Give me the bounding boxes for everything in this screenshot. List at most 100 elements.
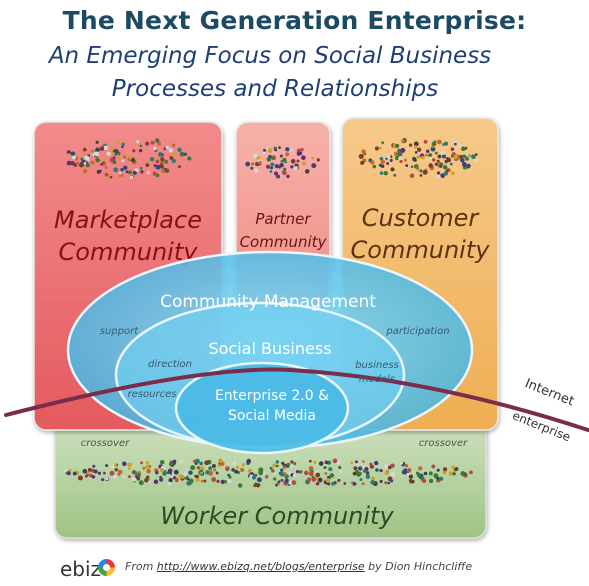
crowd-figure bbox=[421, 479, 426, 483]
crowd-figure bbox=[400, 461, 404, 465]
crowd-figure bbox=[323, 465, 327, 470]
crowd-figure bbox=[410, 165, 414, 169]
crowd-figure bbox=[292, 473, 297, 478]
crowd-figure bbox=[155, 470, 159, 475]
crowd-figure bbox=[390, 471, 396, 477]
crowd-figure bbox=[452, 472, 456, 476]
crowd-figure bbox=[127, 467, 131, 471]
crowd-figure bbox=[384, 470, 389, 476]
crowd-figure bbox=[431, 464, 436, 469]
marketplace-label-line-1: Marketplace bbox=[54, 206, 202, 234]
crowd-figure bbox=[385, 157, 388, 161]
crowd-figure bbox=[130, 175, 134, 179]
crowd-figure bbox=[168, 148, 174, 153]
crowd-figure bbox=[271, 469, 275, 473]
crowd-figure bbox=[66, 160, 72, 166]
crowd-figure bbox=[280, 478, 284, 482]
crowd-figure bbox=[398, 156, 402, 161]
crowd-figure bbox=[366, 476, 370, 479]
crowd-figure bbox=[110, 146, 115, 151]
crowd-figure bbox=[419, 173, 423, 177]
crowd-figure bbox=[159, 163, 164, 169]
crowd-figure bbox=[430, 146, 436, 152]
crowd-figure bbox=[453, 145, 457, 149]
crowd-figure bbox=[408, 478, 413, 483]
crowd-figure bbox=[258, 160, 262, 165]
crowd-figure bbox=[460, 471, 466, 477]
ebizq-logo: ebiz bbox=[60, 557, 102, 581]
crowd-figure bbox=[414, 151, 418, 154]
crowd-figure bbox=[178, 165, 181, 169]
crowd-figure bbox=[87, 468, 92, 472]
crowd-figure bbox=[454, 467, 459, 471]
crowd-figure bbox=[358, 466, 363, 471]
attribution-link[interactable]: http://www.ebizq.net/blogs/enterprise bbox=[156, 560, 365, 573]
crowd-figure bbox=[203, 479, 207, 483]
crowd-figure bbox=[284, 478, 289, 483]
crowd-figure bbox=[92, 464, 96, 468]
diagram-title: The Next Generation Enterprise: bbox=[62, 6, 527, 35]
crowd-figure bbox=[274, 148, 278, 152]
crowd-figure bbox=[250, 166, 254, 170]
crowd-figure bbox=[180, 474, 185, 479]
crowd-figure bbox=[97, 471, 102, 475]
crowd-figure bbox=[256, 477, 262, 483]
crowd-figure bbox=[304, 169, 310, 174]
crowd-figure bbox=[274, 163, 279, 169]
crowd-figure bbox=[106, 151, 111, 156]
crossover-left-label: crossover bbox=[81, 438, 130, 449]
crowd-figure bbox=[423, 471, 428, 476]
crowd-figure bbox=[324, 460, 329, 465]
crowd-figure bbox=[246, 461, 250, 466]
crowd-figure bbox=[77, 475, 83, 481]
crowd-figure bbox=[406, 472, 410, 477]
crowd-figure bbox=[93, 469, 98, 474]
crowd-figure bbox=[63, 468, 68, 473]
crowd-figure bbox=[290, 159, 296, 164]
crowd-figure bbox=[265, 475, 269, 479]
crowd-figure bbox=[416, 155, 421, 159]
crowd-figure bbox=[380, 164, 385, 169]
crowd-figure bbox=[318, 461, 324, 466]
crowd-figure bbox=[405, 164, 409, 168]
crowd-figure bbox=[379, 171, 384, 175]
crowd-figure bbox=[265, 164, 271, 169]
crowd-figure bbox=[112, 160, 117, 165]
crowd-figure bbox=[109, 470, 115, 476]
crowd-figure bbox=[436, 139, 442, 145]
support-label: support bbox=[100, 326, 139, 337]
crowd-figure bbox=[173, 152, 177, 156]
crowd-figure bbox=[169, 156, 174, 160]
crowd-figure bbox=[72, 155, 76, 160]
crowd-figure bbox=[147, 160, 150, 164]
crowd-figure bbox=[390, 167, 395, 172]
crowd-figure bbox=[211, 464, 216, 468]
crowd-figure bbox=[67, 153, 71, 157]
crowd-figure bbox=[118, 171, 122, 175]
crowd-figure bbox=[282, 170, 287, 176]
crowd-figure bbox=[448, 471, 454, 476]
crowd-figure bbox=[412, 156, 416, 160]
crowd-figure bbox=[343, 482, 347, 485]
crowd-figure bbox=[231, 468, 235, 472]
crowd-figure bbox=[461, 146, 466, 152]
enterprise-2-0-label-line-2: Social Media bbox=[228, 408, 316, 424]
crowd-figure bbox=[379, 146, 382, 150]
crowd-figure bbox=[413, 145, 418, 149]
crowd-figure bbox=[290, 165, 294, 169]
crowd-figure bbox=[160, 468, 165, 473]
crowd-figure bbox=[311, 156, 315, 160]
crowd-figure bbox=[301, 161, 306, 166]
participation-label: participation bbox=[385, 326, 449, 337]
crowd-figure bbox=[145, 461, 150, 465]
crowd-figure bbox=[241, 463, 246, 467]
crowd-figure bbox=[453, 154, 459, 160]
crowd-figure bbox=[401, 469, 407, 475]
crowd-figure bbox=[167, 468, 173, 474]
crowd-figure bbox=[374, 460, 379, 466]
attribution-prefix: From bbox=[125, 560, 157, 573]
crowd-figure bbox=[113, 463, 117, 468]
crowd-figure bbox=[383, 171, 388, 176]
crowd-figure bbox=[436, 468, 440, 472]
crowd-figure bbox=[215, 471, 219, 475]
